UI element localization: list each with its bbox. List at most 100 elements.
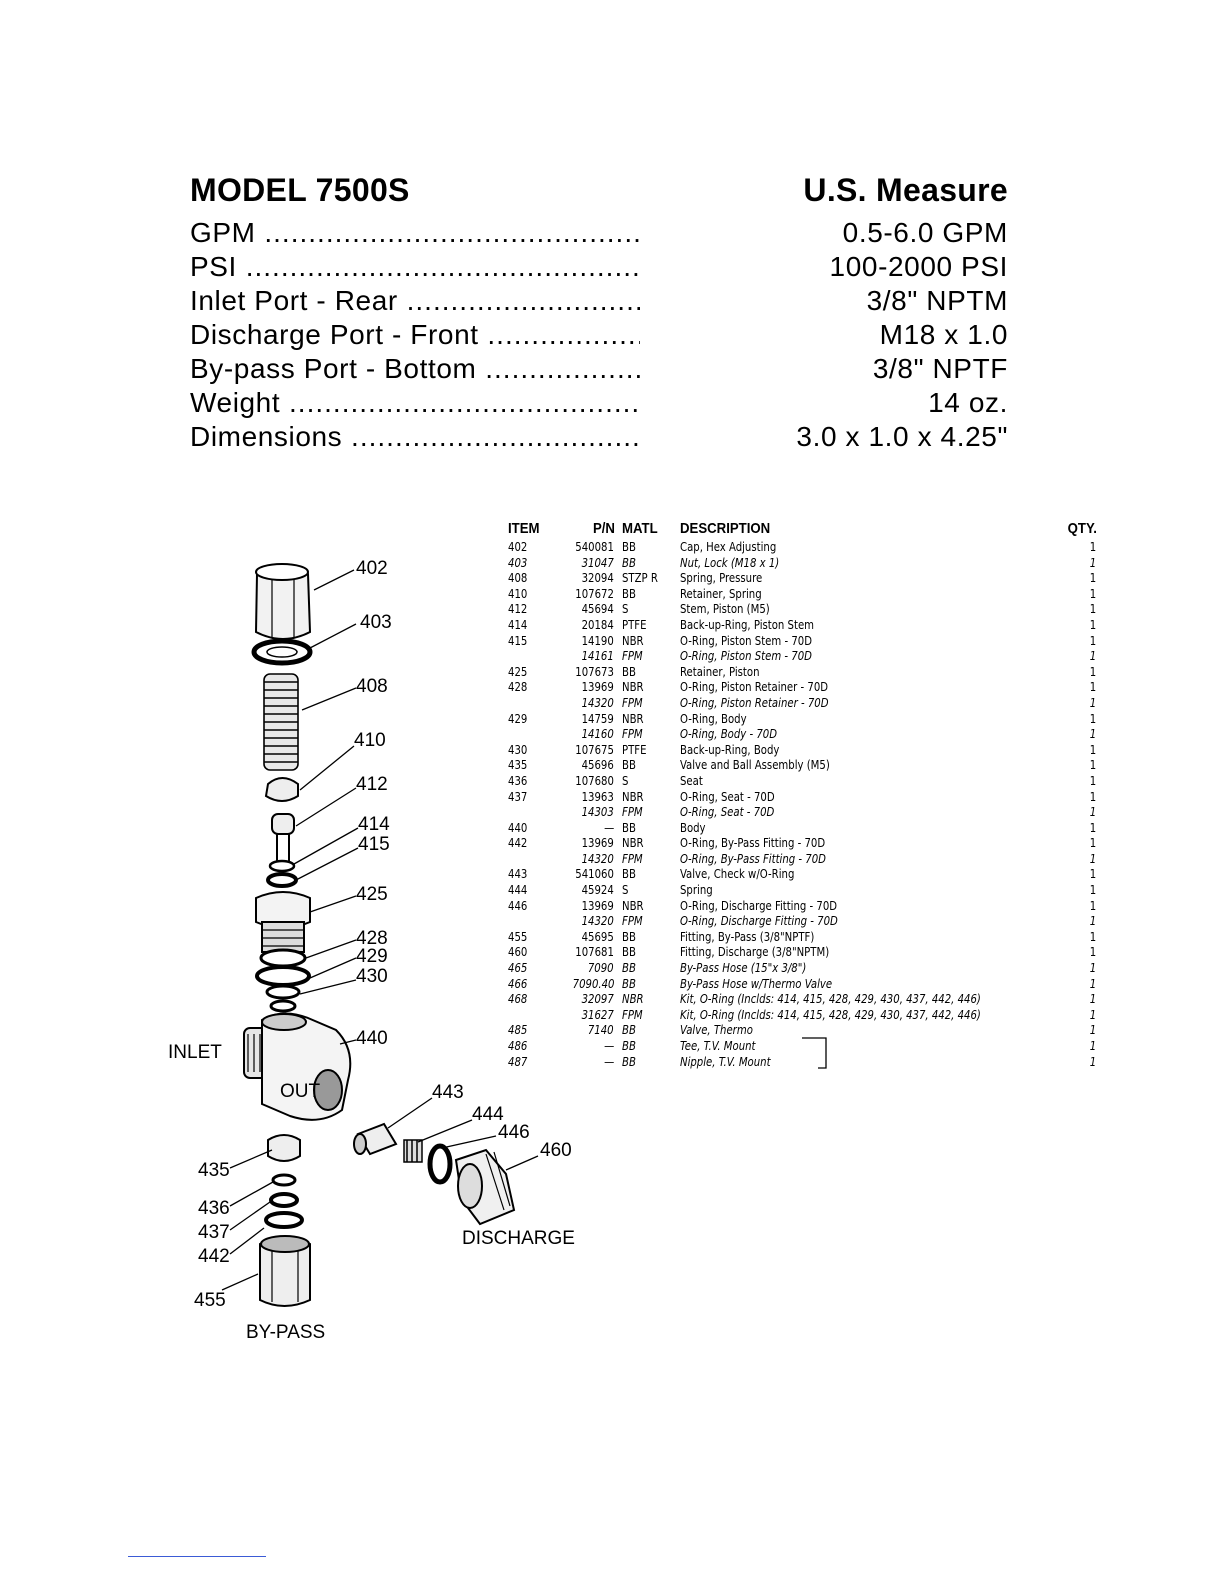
qty-cell-text: 1	[1089, 835, 1096, 851]
pn-cell-text: 20184	[581, 616, 614, 632]
item-cell: 466	[508, 976, 548, 992]
qty-cell: 1	[1056, 960, 1104, 976]
item-cell-text: 425	[508, 663, 528, 679]
qty-cell-text: 1	[1089, 1038, 1096, 1053]
description-cell-text: Retainer, Piston	[680, 663, 760, 679]
qty-cell-text: 1	[1089, 991, 1096, 1007]
matl-cell: BB	[622, 1054, 680, 1070]
ball-assembly-part	[267, 1134, 301, 1162]
qty-cell: 1	[1056, 773, 1104, 789]
pn-cell-text: 45694	[581, 601, 614, 617]
description-cell: O-Ring, Discharge Fitting - 70D	[680, 898, 1056, 914]
item-cell: 485	[508, 1022, 548, 1038]
qty-cell: 1	[1056, 929, 1104, 945]
qty-cell-text: 1	[1089, 585, 1096, 601]
item-cell-text: 486	[508, 1038, 528, 1053]
pn-cell: 14303	[548, 804, 622, 820]
matl-cell-text: NBR	[622, 788, 644, 804]
item-cell-text: 414	[508, 616, 528, 632]
item-cell: 465	[508, 960, 548, 976]
matl-cell: S	[622, 601, 680, 617]
callout-435: 435	[198, 1160, 230, 1181]
item-cell-text: 430	[508, 741, 528, 757]
item-cell: 429	[508, 711, 548, 727]
pn-cell-text: 31047	[581, 554, 614, 570]
spec-label: Weight	[190, 386, 640, 420]
qty-cell: 1	[1056, 757, 1104, 773]
pn-cell: 14190	[548, 633, 622, 649]
pn-cell-text: 7090.40	[572, 975, 614, 991]
item-cell: 435	[508, 757, 548, 773]
pn-cell: 31047	[548, 555, 622, 571]
pn-cell-text: —	[603, 1038, 614, 1053]
matl-cell: NBR	[622, 898, 680, 914]
callout-410: 410	[354, 730, 386, 751]
pn-cell-text: 14161	[581, 648, 614, 664]
pn-cell: 13969	[548, 898, 622, 914]
pn-cell: —	[548, 1038, 622, 1054]
pn-cell: 107675	[548, 742, 622, 758]
matl-cell: FPM	[622, 804, 680, 820]
piston-retainer-part	[255, 891, 311, 953]
pn-cell-text: 45695	[581, 928, 614, 944]
matl-cell-text: S	[622, 601, 629, 617]
callout-440: 440	[356, 1028, 388, 1049]
qty-cell: 1	[1056, 944, 1104, 960]
qty-cell-text: 1	[1089, 944, 1096, 960]
callout-437: 437	[198, 1222, 230, 1243]
callout-429: 429	[356, 946, 388, 967]
matl-cell: BB	[622, 757, 680, 773]
qty-cell: 1	[1056, 742, 1104, 758]
callout-443: 443	[432, 1082, 464, 1103]
description-cell-text: By-Pass Hose w/Thermo Valve	[680, 975, 833, 991]
description-cell-text: Valve, Thermo	[680, 1022, 753, 1038]
matl-cell-text: NBR	[622, 991, 644, 1007]
description-cell-text: Seat	[680, 772, 703, 788]
header-description: DESCRIPTION	[680, 520, 771, 537]
callout-460: 460	[540, 1140, 572, 1161]
callout-444: 444	[472, 1104, 504, 1125]
callout-442: 442	[198, 1246, 230, 1267]
matl-cell-text: BB	[622, 554, 636, 570]
qty-cell-text: 1	[1089, 1022, 1096, 1038]
pn-cell-text: 14759	[581, 710, 614, 726]
header-item: ITEM	[508, 520, 540, 537]
matl-cell: NBR	[622, 679, 680, 695]
qty-cell: 1	[1056, 586, 1104, 602]
pn-cell-text: 31627	[581, 1006, 614, 1022]
pn-cell: 13963	[548, 789, 622, 805]
spec-value: 3/8" NPTM	[866, 285, 1008, 316]
qty-cell: 1	[1056, 570, 1104, 586]
spec-row: GPM0.5-6.0 GPM	[190, 216, 1008, 250]
item-cell-text: 466	[508, 975, 528, 991]
pn-cell-text: 32097	[581, 991, 614, 1007]
matl-cell-text: STZP R	[622, 570, 658, 586]
matl-cell: NBR	[622, 789, 680, 805]
matl-cell-text: BB	[622, 975, 636, 991]
qty-cell-text: 1	[1089, 648, 1096, 664]
model-title: MODEL 7500S	[190, 172, 410, 208]
pn-cell-text: 45696	[581, 757, 614, 773]
qty-cell: 1	[1056, 1007, 1104, 1023]
callout-labels: 4024034084104124144154254284294304404434…	[194, 558, 572, 1311]
description-cell-text: Fitting, By-Pass (3/8"NPTF)	[680, 928, 815, 944]
matl-cell: BB	[622, 820, 680, 836]
qty-cell-text: 1	[1089, 913, 1096, 929]
matl-cell: S	[622, 773, 680, 789]
spec-label: Inlet Port - Rear	[190, 284, 640, 318]
description-cell-text: Back-up-Ring, Body	[680, 741, 780, 757]
qty-cell: 1	[1056, 695, 1104, 711]
qty-cell: 1	[1056, 648, 1104, 664]
